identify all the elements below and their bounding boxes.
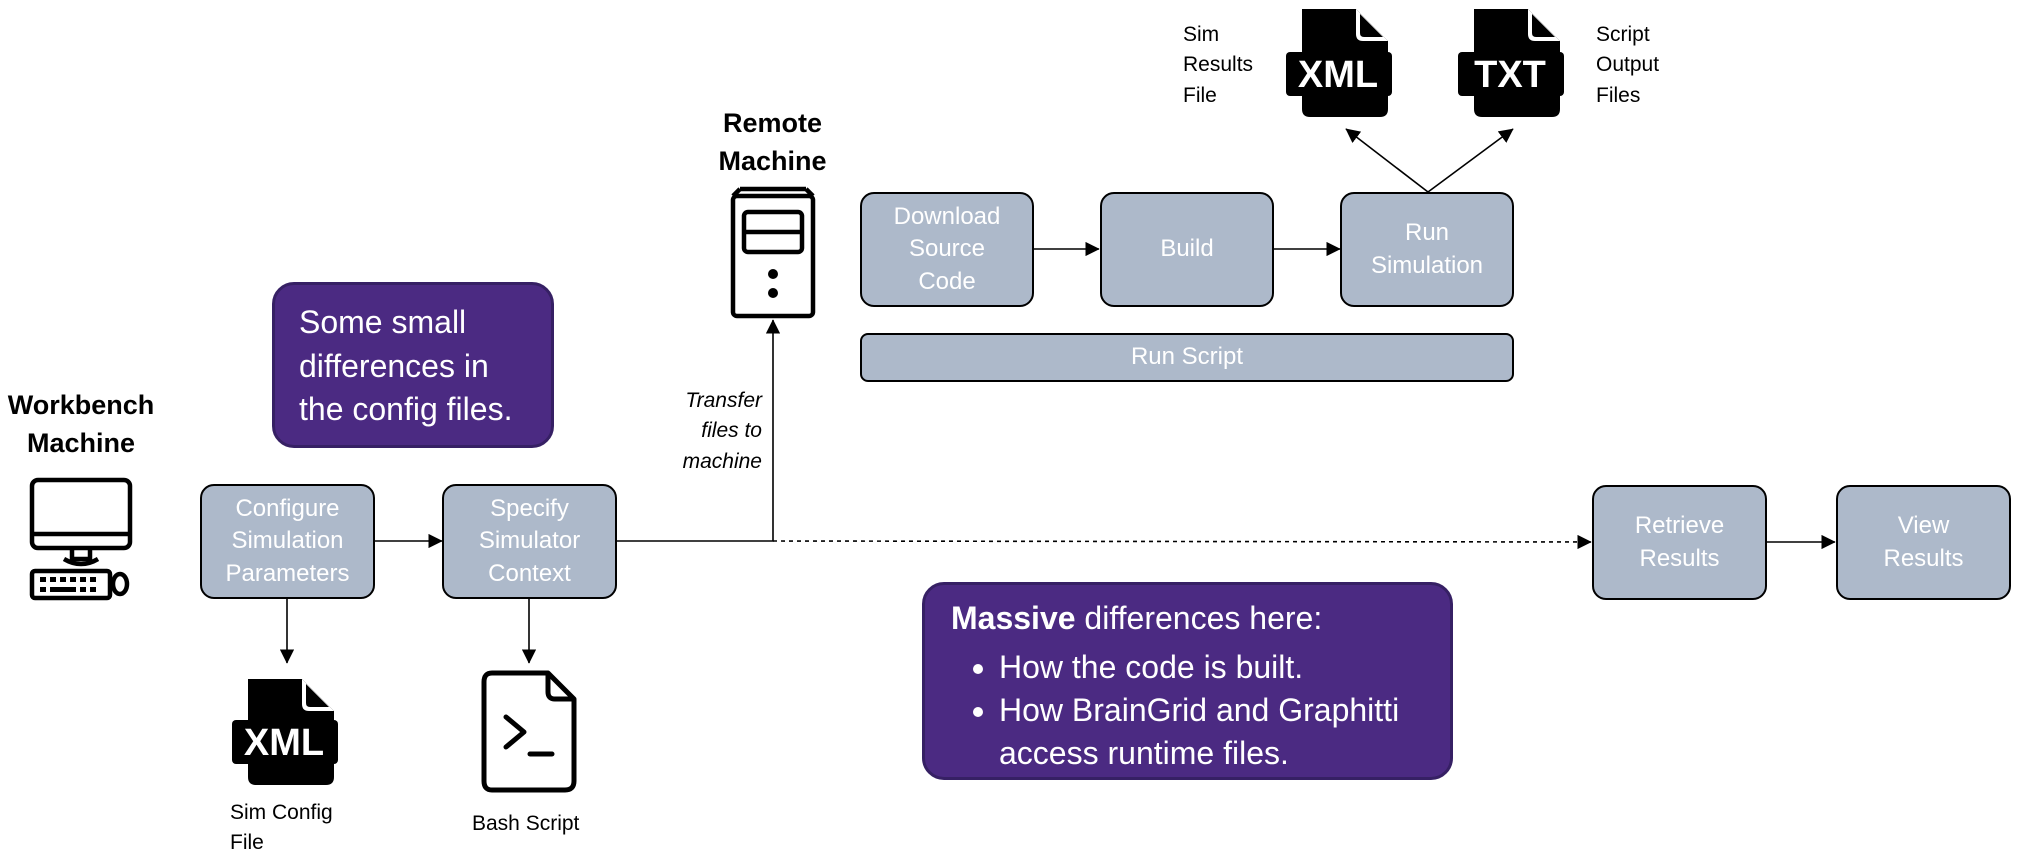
remote-machine-heading: Remote Machine <box>718 108 827 177</box>
massive-bold-word: Massive <box>951 600 1076 636</box>
arrow-run-to-txt <box>1427 128 1514 193</box>
sim-results-file-label: Sim Results File <box>1183 23 1254 107</box>
run-script-box: Run Script <box>860 333 1514 382</box>
txt-file-icon-text: TXT <box>1474 54 1546 96</box>
download-source-code-box: Download Source Code <box>860 192 1034 307</box>
run-simulation-box: Run Simulation <box>1340 192 1514 307</box>
small-differences-text: Some small differences in the config fil… <box>299 304 513 428</box>
bash-script-label: Bash Script <box>472 812 580 835</box>
configure-simulation-parameters-box: Configure Simulation Parameters <box>200 484 375 599</box>
arrow-run-to-xml <box>1345 128 1429 193</box>
difference-item: How BrainGrid and Graphitti access runti… <box>999 689 1432 775</box>
arrow-specify-to-retrieve <box>772 534 1592 550</box>
small-differences-callout: Some small differences in the config fil… <box>272 282 554 448</box>
build-box: Build <box>1100 192 1274 307</box>
terminal-file-icon <box>481 670 577 793</box>
results-xml-file-icon-text: XML <box>1298 54 1378 96</box>
sim-config-file-label: Sim Config File <box>230 801 333 855</box>
xml-file-icon: XML <box>232 679 338 785</box>
server-tower-icon <box>730 186 816 319</box>
xml-file-icon-text: XML <box>244 722 324 764</box>
view-results-box: View Results <box>1836 485 2011 600</box>
txt-file-icon: TXT <box>1458 9 1564 117</box>
workbench-machine-heading: Workbench Machine <box>7 390 155 459</box>
massive-heading-rest: differences here: <box>1075 600 1323 636</box>
massive-differences-callout: Massive differences here: How the code i… <box>922 582 1453 780</box>
massive-differences-list: How the code is built. How BrainGrid and… <box>951 646 1432 775</box>
desktop-computer-icon <box>29 477 133 601</box>
script-output-files-label: Script Output Files <box>1596 23 1660 107</box>
difference-item: How the code is built. <box>999 646 1432 689</box>
retrieve-results-box: Retrieve Results <box>1592 485 1767 600</box>
massive-differences-heading: Massive differences here: <box>951 597 1432 640</box>
specify-simulator-context-box: Specify Simulator Context <box>442 484 617 599</box>
results-xml-file-icon: XML <box>1286 9 1392 117</box>
transfer-files-label: Transfer files to machine <box>682 389 762 473</box>
